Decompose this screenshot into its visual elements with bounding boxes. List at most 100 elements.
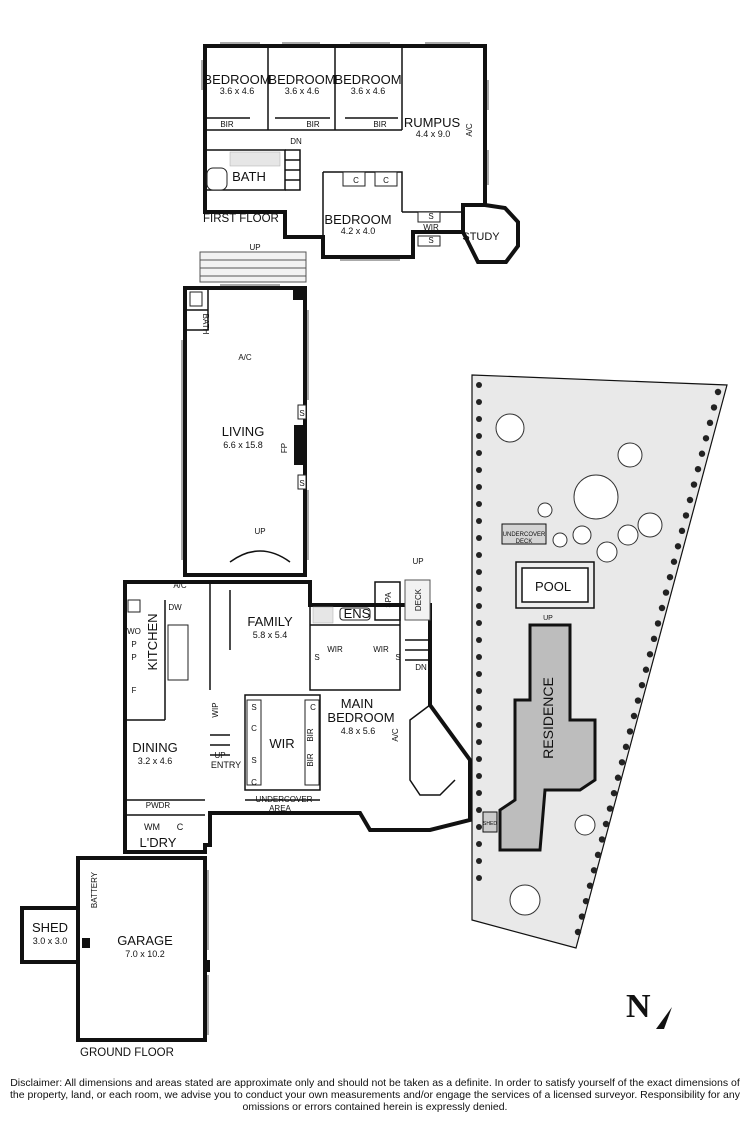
hedge-dot bbox=[476, 535, 482, 541]
fl-rumpus-dim: 4.4 x 9.0 bbox=[416, 129, 451, 139]
hedge-dot bbox=[690, 481, 698, 488]
gf-up-entry: UP bbox=[214, 751, 225, 760]
site-shed-label: SHED bbox=[483, 821, 497, 827]
hedge-dot bbox=[476, 807, 482, 813]
hedge-dot bbox=[476, 688, 482, 694]
fl-bir3-label: BIR bbox=[373, 120, 387, 129]
gf-living-ac: A/C bbox=[238, 353, 252, 362]
gf-bir1: BIR bbox=[306, 728, 315, 742]
gf-wir-name: WIR bbox=[269, 736, 294, 751]
hedge-dot bbox=[476, 841, 482, 847]
hedge-dot bbox=[476, 875, 482, 881]
floor-plan: BEDROOM 3.6 x 4.6 BEDROOM 3.6 x 4.6 BEDR… bbox=[20, 42, 728, 1059]
hedge-dot bbox=[710, 404, 718, 411]
gf-s3-label: S bbox=[314, 653, 319, 662]
gf-c-ldry: C bbox=[177, 822, 184, 832]
hedge-dot bbox=[638, 681, 646, 689]
gf-pwdr-name: PWDR bbox=[146, 801, 171, 810]
hedge-dot bbox=[476, 518, 482, 524]
gf-s4-label: S bbox=[395, 653, 400, 662]
hedge-dot bbox=[614, 774, 622, 781]
fl-dn-label: DN bbox=[290, 137, 302, 146]
gf-bir2: BIR bbox=[306, 753, 315, 767]
hedge-dot bbox=[476, 671, 482, 677]
gf-living-bath: BATH bbox=[201, 314, 210, 335]
hedge-dot bbox=[476, 722, 482, 728]
gf-f-label: F bbox=[132, 686, 137, 695]
hedge-dot bbox=[476, 416, 482, 422]
hedge-dot bbox=[476, 620, 482, 626]
hedge-dot bbox=[706, 419, 714, 427]
gf-dn-deck: DN bbox=[415, 663, 427, 672]
gf-entry-name: ENTRY bbox=[211, 760, 241, 770]
fl-bedroom1-dim: 3.6 x 4.6 bbox=[220, 86, 255, 96]
hedge-dot bbox=[698, 450, 706, 457]
fl-bedroom3-name: BEDROOM bbox=[334, 72, 401, 87]
gf-undercover-line1: UNDERCOVER bbox=[256, 795, 313, 804]
gf-shed-dim: 3.0 x 3.0 bbox=[33, 936, 68, 946]
hedge-dot bbox=[476, 433, 482, 439]
fl-bir1-label: BIR bbox=[220, 120, 234, 129]
hedge-dot bbox=[670, 558, 678, 565]
site-undercover-line1: UNDERCOVER bbox=[503, 532, 546, 538]
hedge-dot bbox=[650, 635, 658, 643]
hedge-dot bbox=[598, 836, 606, 843]
gf-wir-s1: S bbox=[251, 703, 256, 712]
hedge-dot bbox=[476, 467, 482, 473]
gf-family-dim: 5.8 x 5.4 bbox=[253, 630, 288, 640]
gf-battery-label: BATTERY bbox=[90, 871, 99, 908]
hedge-dot bbox=[476, 824, 482, 830]
hedge-dot bbox=[674, 543, 682, 550]
gf-family-name: FAMILY bbox=[247, 614, 293, 629]
disclaimer-text: Disclaimer: All dimensions and areas sta… bbox=[10, 1077, 740, 1113]
hedge-dot bbox=[476, 637, 482, 643]
hedge-dot bbox=[476, 654, 482, 660]
hedge-dot bbox=[618, 759, 626, 766]
fl-c2-label: C bbox=[383, 176, 389, 185]
north-arrow-icon bbox=[656, 1007, 672, 1029]
hedge-dot bbox=[586, 882, 594, 889]
hedge-dot bbox=[626, 728, 634, 735]
gf-wip-label: WIP bbox=[211, 702, 220, 717]
hedge-dot bbox=[606, 805, 614, 812]
hedge-dot bbox=[476, 586, 482, 592]
hedge-dot bbox=[602, 820, 610, 828]
hedge-dot bbox=[622, 743, 630, 751]
gf-up-top: UP bbox=[249, 243, 260, 252]
ground-floor-plan bbox=[20, 251, 472, 1042]
gf-wm-label: WM bbox=[144, 822, 160, 832]
hedge-dot bbox=[594, 851, 602, 859]
gf-dw-label: DW bbox=[168, 603, 182, 612]
gf-wir2-label: WIR bbox=[373, 645, 389, 654]
gf-garage-name: GARAGE bbox=[117, 933, 173, 948]
gf-spa-name: SPA bbox=[384, 592, 393, 608]
hedge-dot bbox=[476, 382, 482, 388]
hedge-dot bbox=[666, 573, 674, 581]
hedge-dot bbox=[476, 773, 482, 779]
gf-wir-c3: C bbox=[310, 703, 316, 712]
gf-up-deck: UP bbox=[412, 557, 423, 566]
hedge-dot bbox=[476, 756, 482, 762]
fl-bedroom4-dim: 4.2 x 4.0 bbox=[341, 226, 376, 236]
fl-ac-label: A/C bbox=[465, 123, 474, 137]
hedge-dot bbox=[578, 913, 586, 920]
hedge-dot bbox=[634, 697, 642, 704]
fl-bedroom3-dim: 3.6 x 4.6 bbox=[351, 86, 386, 96]
gf-ac-label: A/C bbox=[173, 581, 187, 590]
fl-s2-label: S bbox=[428, 236, 433, 245]
gf-ens-name: ENS bbox=[344, 606, 371, 621]
site-pool-label: POOL bbox=[535, 579, 571, 594]
hedge-dot bbox=[694, 465, 702, 473]
gf-living-name: LIVING bbox=[222, 424, 265, 439]
site-up-label: UP bbox=[543, 615, 553, 622]
fl-bath-name: BATH bbox=[232, 169, 266, 184]
gf-deck-name: DECK bbox=[414, 588, 423, 611]
gf-main-bedroom-line1: MAIN bbox=[341, 696, 374, 711]
hedge-dot bbox=[476, 858, 482, 864]
gf-ac2-label: A/C bbox=[391, 728, 400, 742]
fl-s1-label: S bbox=[428, 212, 433, 221]
gf-up-living: UP bbox=[254, 527, 265, 536]
ground-floor-label: GROUND FLOOR bbox=[80, 1047, 174, 1059]
gf-kitchen-name: KITCHEN bbox=[145, 613, 160, 670]
fl-rumpus-name: RUMPUS bbox=[404, 115, 461, 130]
